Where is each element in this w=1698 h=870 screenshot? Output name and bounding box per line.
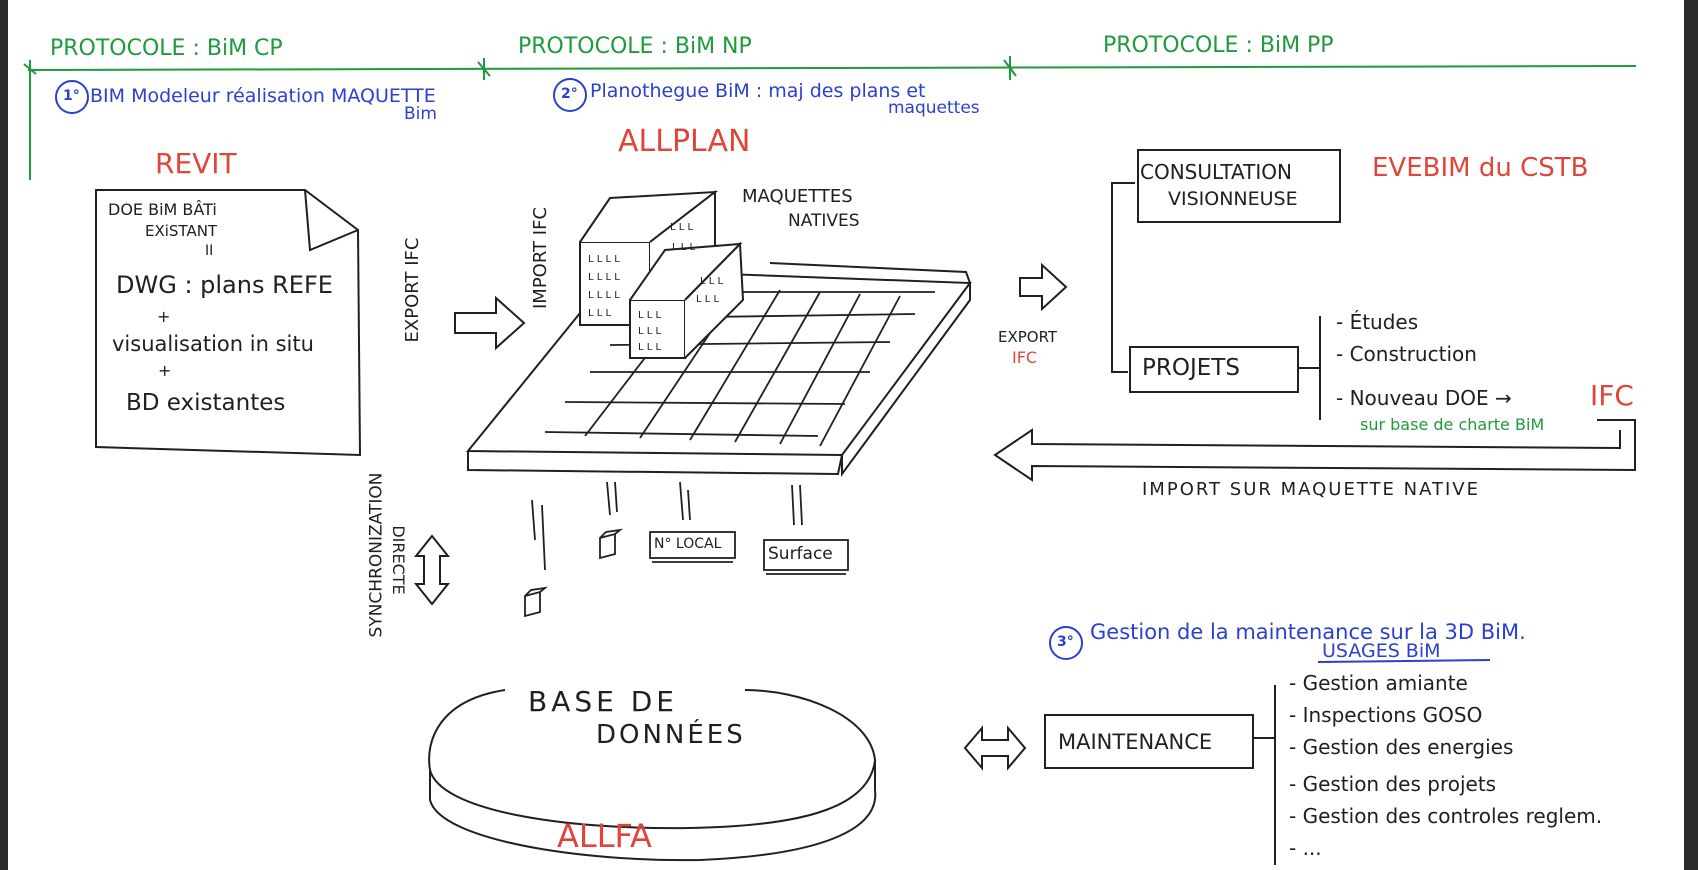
database-cylinder bbox=[428, 689, 877, 862]
svg-text:L L L L: L L L L bbox=[588, 290, 620, 301]
step2-number: 2° bbox=[561, 86, 578, 102]
paper-background bbox=[8, 0, 1684, 870]
doe-line6: visualisation in situ bbox=[112, 332, 314, 356]
step3-number: 3° bbox=[1057, 634, 1074, 650]
charte-bim-label: sur base de charte BiM bbox=[1360, 415, 1545, 434]
maintenance-item-projets: - Gestion des projets bbox=[1289, 772, 1497, 796]
doe-line4: DWG : plans REFE bbox=[116, 271, 333, 299]
database-label-line1: BASE DE bbox=[528, 685, 678, 718]
step3-text: Gestion de la maintenance sur la 3D BiM. bbox=[1090, 620, 1526, 644]
doe-document bbox=[95, 189, 362, 457]
projets-item-construction: - Construction bbox=[1336, 342, 1477, 366]
protocol-timeline bbox=[23, 56, 1637, 180]
maintenance-item-more: - ... bbox=[1289, 836, 1322, 860]
svg-text:L L L: L L L bbox=[700, 276, 724, 287]
surface-label: Surface bbox=[768, 544, 833, 564]
maintenance-label: MAINTENANCE bbox=[1058, 730, 1213, 754]
doe-line1: DOE BiM BÂTi bbox=[108, 200, 217, 219]
protocol-np-label: PROTOCOLE : BiM NP bbox=[518, 34, 752, 59]
maintenance-block bbox=[963, 685, 1276, 865]
step1-text: BIM Modeleur réalisation MAQUETTE bbox=[90, 85, 436, 107]
maintenance-item-energies: - Gestion des energies bbox=[1289, 735, 1514, 759]
allplan-model-slab bbox=[465, 262, 972, 478]
building-windows: L L L L L L L L L L L L L L L L L L L L … bbox=[588, 222, 724, 353]
data-markers bbox=[524, 481, 849, 618]
consultation-label: CONSULTATION bbox=[1140, 160, 1293, 184]
doe-line2: EXiSTANT bbox=[145, 222, 218, 240]
import-maquette-label: IMPORT SUR MAQUETTE NATIVE bbox=[1142, 479, 1480, 500]
revit-label: REVIT bbox=[155, 147, 237, 180]
evebim-bracket bbox=[1111, 149, 1341, 420]
allplan-label: ALLPLAN bbox=[618, 124, 751, 159]
allfa-label: ALLFA bbox=[557, 817, 652, 855]
usages-bim-title: USAGES BiM bbox=[1322, 640, 1441, 662]
synchronization-arrow bbox=[413, 534, 451, 606]
import-arrow bbox=[993, 419, 1636, 482]
svg-text:L L L: L L L bbox=[638, 342, 662, 353]
visionneuse-label: VISIONNEUSE bbox=[1168, 188, 1298, 210]
svg-text:L L L: L L L bbox=[638, 310, 662, 321]
maquettes-label: MAQUETTES bbox=[742, 186, 853, 207]
svg-text:L L L: L L L bbox=[670, 222, 694, 233]
building-front bbox=[629, 241, 745, 359]
svg-text:L L L: L L L bbox=[638, 326, 662, 337]
svg-text:L L L: L L L bbox=[696, 294, 720, 305]
svg-text:L L L: L L L bbox=[672, 242, 696, 253]
doe-line5: + bbox=[157, 307, 171, 326]
synchronization-label: SYNCHRONIZATION bbox=[366, 472, 387, 638]
export-arrow bbox=[454, 295, 526, 351]
natives-label: NATIVES bbox=[788, 211, 860, 231]
doe-line7: + bbox=[158, 361, 172, 380]
protocol-pp-label: PROTOCOLE : BiM PP bbox=[1103, 33, 1334, 58]
import-ifc-vertical: IMPORT IFC bbox=[530, 206, 551, 310]
maintenance-item-controles: - Gestion des controles reglem. bbox=[1289, 804, 1603, 828]
svg-text:L L L L: L L L L bbox=[588, 272, 620, 283]
step2-text-cont: maquettes bbox=[888, 98, 980, 118]
doe-line3: II bbox=[205, 243, 214, 259]
doe-line8: BD existantes bbox=[126, 390, 286, 416]
step1-text-cont: Bim bbox=[404, 104, 437, 124]
export-label: EXPORT bbox=[998, 328, 1058, 346]
local-number-label: N° LOCAL bbox=[654, 536, 722, 552]
step1-number: 1° bbox=[63, 88, 80, 104]
export-ifc-vertical: EXPORT IFC bbox=[402, 237, 423, 343]
export-ifc-label: IFC bbox=[1012, 348, 1038, 367]
svg-text:L L L: L L L bbox=[588, 308, 612, 319]
protocol-cp-label: PROTOCOLE : BiM CP bbox=[50, 36, 283, 61]
projets-item-nouveau-doe: - Nouveau DOE → bbox=[1336, 386, 1512, 410]
projets-label: PROJETS bbox=[1142, 355, 1240, 381]
step-circles bbox=[55, 78, 1491, 663]
evebim-arrow bbox=[1019, 262, 1068, 312]
projets-ifc-label: IFC bbox=[1590, 379, 1634, 412]
projets-item-etudes: - Études bbox=[1336, 310, 1419, 334]
evebim-label: EVEBIM du CSTB bbox=[1372, 153, 1589, 183]
step2-text: Planothegue BiM : maj des plans et bbox=[590, 80, 926, 102]
svg-text:L L L L: L L L L bbox=[588, 254, 620, 265]
directe-label: DIRECTE bbox=[389, 525, 408, 595]
maintenance-item-amiante: - Gestion amiante bbox=[1289, 671, 1468, 695]
maintenance-item-inspections: - Inspections GOSO bbox=[1289, 703, 1483, 727]
database-label-line2: DONNÉES bbox=[596, 720, 746, 750]
